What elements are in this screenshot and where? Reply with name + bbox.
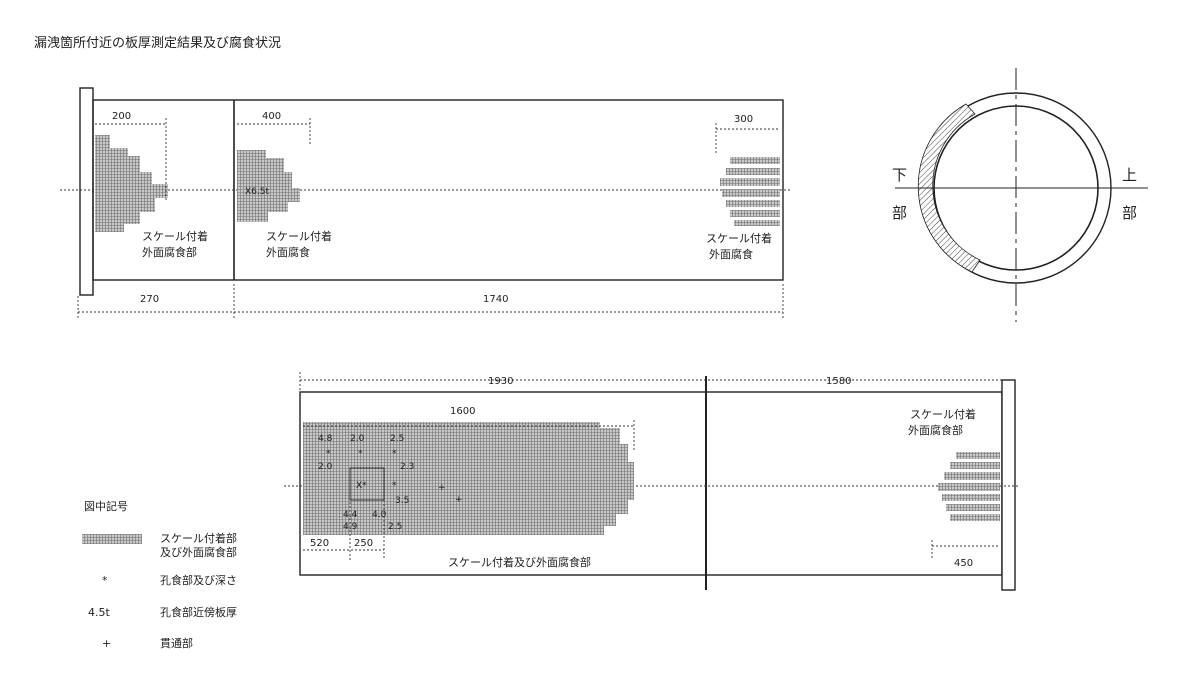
dim-450: 450: [954, 558, 973, 569]
top-pipe-flange-left: [79, 87, 94, 296]
mark-5: 2.3: [400, 462, 414, 472]
bottom-pipe-flange-right: [1001, 379, 1016, 591]
top-mid-label-line2: 外面腐食: [266, 245, 310, 259]
cross-section-right-bottom: 部: [1122, 204, 1137, 222]
pit-symbol-1: *: [326, 449, 331, 459]
through-hole-plus-1: +: [438, 483, 446, 493]
mark-7: 4.9: [343, 522, 358, 532]
bottom-center-label: スケール付着及び外面腐食部: [448, 555, 591, 569]
legend-title: 図中記号: [84, 499, 128, 513]
legend-item4-symbol: +: [102, 637, 111, 650]
pit-symbol-4: *: [392, 449, 397, 459]
mark-1: 4.8: [318, 434, 333, 444]
bottom-right-label-line1: スケール付着: [910, 407, 976, 421]
dim-1930: 1930: [488, 376, 513, 387]
mark-6: 4.4: [343, 510, 358, 520]
pit-symbol-2: *: [358, 449, 363, 459]
top-left-label-line2: 外面腐食部: [142, 245, 197, 259]
through-hole-plus-2: +: [455, 495, 463, 505]
top-left-corrosion-area: [95, 135, 168, 232]
page-title: 漏洩箇所付近の板厚測定結果及び腐食状況: [34, 35, 281, 51]
dim-520: 520: [310, 538, 329, 549]
cross-section-left-top: 下: [892, 166, 907, 184]
legend-swatch: [82, 534, 142, 544]
thickness-mark: X6.5t: [245, 187, 269, 197]
dim-270: 270: [140, 294, 159, 305]
top-left-label-line1: スケール付着: [142, 229, 208, 243]
legend-item3-text: 孔食部近傍板厚: [160, 605, 237, 619]
corrosion-wall-area: [917, 103, 981, 273]
mark-9: 2.5: [388, 522, 402, 532]
top-mid-corrosion-area: [237, 150, 300, 222]
mark-10: X*: [356, 481, 367, 491]
cross-section-right-top: 上: [1122, 166, 1137, 184]
legend-item2-symbol: *: [102, 574, 108, 587]
mark-3: 2.5: [390, 434, 404, 444]
pit-marks: 4.8 2.0 2.5 2.0 2.3 4.4 4.9 4.0 2.5 X* 3…: [318, 434, 463, 532]
cross-section: 下 部 上 部: [892, 68, 1148, 322]
mark-8: 4.0: [372, 510, 387, 520]
legend-item1-line1: スケール付着部: [160, 531, 237, 545]
dim-250: 250: [354, 538, 373, 549]
top-right-label-line2: 外面腐食: [709, 247, 753, 261]
mark-11: 3.5: [395, 496, 409, 506]
bottom-big-corrosion-area: [303, 422, 634, 535]
mark-4: 2.0: [318, 462, 333, 472]
dim-200: 200: [112, 111, 131, 122]
bottom-right-label-line2: 外面腐食部: [908, 423, 963, 437]
pit-symbol-3: *: [392, 481, 397, 491]
dim-1580: 1580: [826, 376, 851, 387]
top-right-label-line1: スケール付着: [706, 231, 772, 245]
legend-item1-line2: 及び外面腐食部: [160, 545, 237, 559]
dim-1740: 1740: [483, 294, 508, 305]
legend-item4-text: 貫通部: [160, 636, 193, 650]
legend: 図中記号 スケール付着部 及び外面腐食部 * 孔食部及び深さ 4.5t 孔食部近…: [82, 499, 237, 650]
bottom-right-corrosion-bars: [938, 452, 1000, 521]
legend-item2-text: 孔食部及び深さ: [160, 573, 237, 587]
bottom-pipe: 1930 1580 1600 520 250 4.8 2.0 2.5 2.0 2…: [284, 372, 1020, 591]
top-mid-label-line1: スケール付着: [266, 229, 332, 243]
top-right-corrosion-bars: [720, 157, 780, 226]
legend-item3-symbol: 4.5t: [88, 606, 110, 619]
mark-2: 2.0: [350, 434, 365, 444]
top-pipe: 200 400 300 X6.5t スケール付着 外面腐食部 スケール付着 外面…: [60, 87, 790, 320]
dim-300: 300: [734, 114, 753, 125]
dim-400: 400: [262, 111, 281, 122]
cross-section-left-bottom: 部: [892, 204, 907, 222]
dim-1600: 1600: [450, 406, 475, 417]
